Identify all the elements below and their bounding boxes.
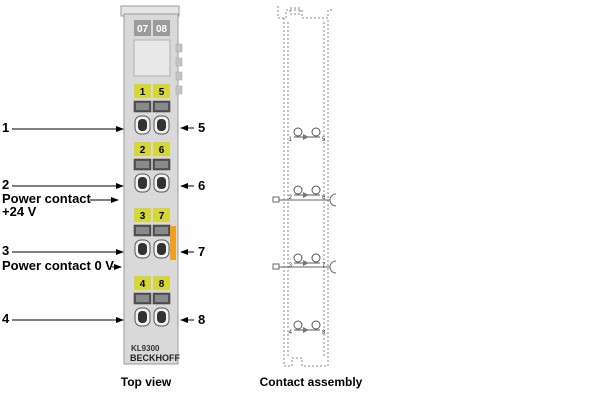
header-number-08: 08	[156, 24, 168, 35]
contact-number-right: 8	[159, 279, 165, 290]
contact-circle-left	[293, 185, 303, 195]
number-label-bg	[134, 208, 151, 222]
release-slot-inner	[155, 161, 168, 168]
contact-number-left: 3	[140, 211, 146, 222]
contact-assembly-diagram	[277, 6, 334, 367]
contact-circle-right	[311, 185, 321, 195]
terminal-label-4: 4	[2, 311, 10, 326]
wire-entry-hole	[157, 243, 166, 255]
contact-circle-left	[293, 127, 303, 137]
contact-number-right: 8	[322, 330, 326, 336]
terminal-label-8: 8	[198, 312, 205, 327]
number-label-bg	[134, 276, 151, 290]
wire-entry-hole	[138, 311, 147, 323]
wire-entry-hole	[157, 119, 166, 131]
contact-number-right: 5	[159, 87, 165, 98]
number-label-bg	[134, 84, 151, 98]
number-label-bg	[153, 84, 170, 98]
contact-number-right: 6	[159, 145, 165, 156]
contact-arrow	[303, 327, 309, 333]
wire-entry-hole	[157, 177, 166, 189]
terminal-label-7: 7	[198, 244, 205, 259]
release-slot-inner	[155, 295, 168, 302]
number-label-bg	[153, 142, 170, 156]
terminal-label-1: 1	[2, 120, 9, 135]
release-slot-inner	[155, 227, 168, 234]
contact-arrow	[303, 192, 309, 198]
wire-entry-hole	[138, 119, 147, 131]
contact-arrow	[303, 260, 309, 266]
contact-number-left: 4	[289, 330, 293, 336]
wire-entry-hole	[138, 177, 147, 189]
left-labels: 1 2 Power contact +24 V 3 Power contact …	[2, 120, 124, 326]
contact-number-left: 3	[289, 263, 293, 269]
wire-entry-hole	[157, 311, 166, 323]
contact-circle-left	[293, 253, 303, 263]
header-label-08	[153, 20, 170, 36]
number-label-bg	[153, 276, 170, 290]
contact-circle-right	[311, 320, 321, 330]
release-slot-inner	[136, 103, 149, 110]
contact-number-left: 1	[140, 87, 146, 98]
terminal-label-6: 6	[198, 178, 205, 193]
number-label-bg	[153, 208, 170, 222]
power-led-strip	[170, 226, 176, 260]
power-contact-24v-line2: +24 V	[2, 204, 37, 219]
release-slot-inner	[136, 295, 149, 302]
release-slot-inner	[136, 161, 149, 168]
right-labels: 5 6 7 8	[180, 120, 205, 327]
power-bus-lines	[272, 193, 337, 274]
contact-circle-left	[293, 320, 303, 330]
wire-entry-hole	[138, 243, 147, 255]
contact-number-left: 4	[140, 279, 146, 290]
brand-logo-text: BECKHOFF	[130, 353, 180, 363]
release-slot-inner	[136, 227, 149, 234]
power-contact-24v-line1: Power contact	[2, 191, 92, 206]
contact-arrow	[303, 134, 309, 140]
contact-number-left: 1	[289, 137, 293, 143]
contact-number-right: 7	[322, 263, 326, 269]
header-label-07	[134, 20, 151, 36]
caption-top-view: Top view	[121, 375, 172, 389]
label-window	[133, 39, 171, 77]
terminal-label-3: 3	[2, 243, 9, 258]
contact-number-right: 5	[322, 137, 326, 143]
contact-number-left: 2	[289, 195, 293, 201]
terminal-label-2: 2	[2, 177, 9, 192]
contact-circle-right	[311, 127, 321, 137]
contact-number-right: 6	[322, 195, 326, 201]
model-number: KL9300	[131, 344, 160, 353]
terminal-label-5: 5	[198, 120, 205, 135]
contact-number-right: 7	[159, 211, 165, 222]
release-slot-inner	[155, 103, 168, 110]
number-label-bg	[134, 142, 151, 156]
header-number-07: 07	[137, 24, 149, 35]
caption-contact-assembly: Contact assembly	[260, 375, 363, 389]
contact-number-left: 2	[140, 145, 146, 156]
contact-circle-right	[311, 253, 321, 263]
power-contact-0v: Power contact 0 V	[2, 258, 114, 273]
